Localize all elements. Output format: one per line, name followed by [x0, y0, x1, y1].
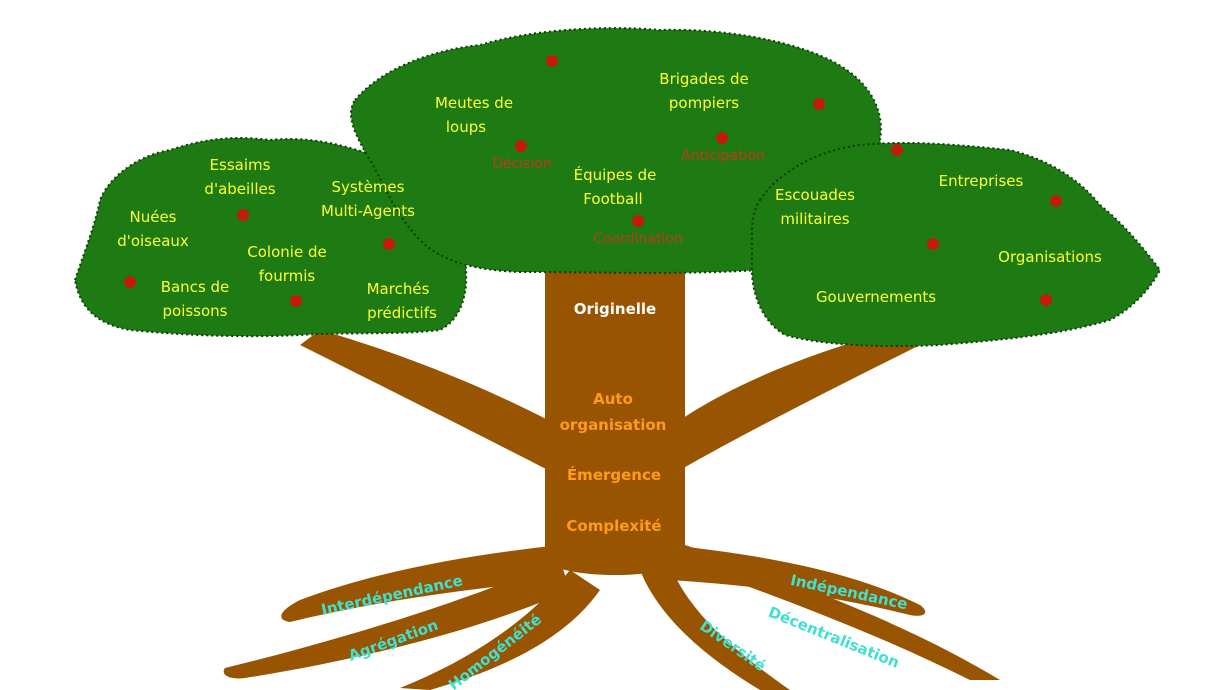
label-marches-2: prédictifs	[367, 304, 437, 322]
dot-gouvernements	[1040, 294, 1052, 306]
left-branch	[300, 330, 548, 470]
label-essaims-1: Essaims	[210, 156, 271, 174]
label-systemes-2: Multi-Agents	[321, 202, 415, 220]
trunk-and-branches	[300, 265, 920, 575]
right-canopy-labels: Entreprises Organisations Gouvernements	[816, 172, 1102, 306]
label-complexite: Complexité	[566, 517, 661, 535]
label-colonie-1: Colonie de	[247, 243, 326, 261]
dot-brigades	[716, 132, 728, 144]
dots	[124, 55, 1062, 307]
label-entreprises: Entreprises	[939, 172, 1024, 190]
label-marches-1: Marchés	[367, 280, 430, 298]
label-colonie-2: fourmis	[259, 267, 316, 285]
dot-nuees	[124, 276, 136, 288]
label-escouades-2: militaires	[780, 210, 849, 228]
dot-essaims	[237, 209, 249, 221]
label-organisation: organisation	[560, 416, 667, 434]
label-emergence: Émergence	[567, 465, 661, 484]
label-brigades-2: pompiers	[669, 94, 739, 112]
label-brigades-1: Brigades de	[659, 70, 748, 88]
left-canopy	[73, 137, 468, 338]
root-diversite	[640, 565, 790, 690]
trunk	[545, 265, 685, 575]
label-escouades-1: Escouades	[775, 186, 855, 204]
label-essaims-2: d'abeilles	[204, 180, 275, 198]
root-labels: Interdépendance Agrégation Homogénéité I…	[320, 571, 910, 690]
dot-equipes	[632, 215, 644, 227]
label-meutes-1: Meutes de	[435, 94, 513, 112]
dot-colonie	[290, 295, 302, 307]
center-accent-labels: Décision Anticipation Coordination	[492, 148, 765, 247]
dot-top	[546, 55, 558, 67]
dot-entreprises	[1050, 195, 1062, 207]
label-equipes-2: Football	[583, 190, 642, 208]
label-anticipation: Anticipation	[681, 148, 765, 164]
center-canopy	[350, 27, 885, 274]
dot-organisations	[927, 238, 939, 250]
label-organisations: Organisations	[998, 248, 1102, 266]
label-gouvernements: Gouvernements	[816, 288, 936, 306]
dot-meutes	[515, 140, 527, 152]
right-canopy	[750, 141, 1162, 348]
roots	[223, 540, 1000, 690]
root-independance	[670, 545, 926, 616]
right-branch	[680, 330, 920, 470]
root-interdependance	[281, 545, 560, 622]
label-equipes-1: Équipes de	[574, 165, 657, 184]
label-bancs-1: Bancs de	[161, 278, 230, 296]
root-homogeneite	[400, 570, 600, 690]
root-agregation	[223, 560, 571, 679]
label-auto: Auto	[593, 390, 633, 408]
dot-brigades-right	[813, 98, 825, 110]
trunk-labels: Originelle Auto organisation Émergence C…	[560, 300, 667, 535]
label-systemes-1: Systèmes	[332, 178, 405, 196]
label-nuees-1: Nuées	[130, 208, 177, 226]
label-decision: Décision	[492, 156, 552, 172]
left-canopy-labels: Nuées d'oiseaux Essaims d'abeilles Systè…	[117, 156, 437, 322]
label-coordination: Coordination	[593, 231, 682, 247]
canopies	[73, 27, 1162, 348]
dot-escouades	[891, 144, 903, 156]
label-meutes-2: loups	[446, 118, 486, 136]
center-canopy-labels: Meutes de loups Brigades de pompiers Équ…	[435, 70, 855, 228]
dot-systemes	[383, 238, 395, 250]
label-originelle: Originelle	[574, 300, 656, 318]
label-nuees-2: d'oiseaux	[117, 232, 189, 250]
label-bancs-2: poissons	[163, 302, 228, 320]
